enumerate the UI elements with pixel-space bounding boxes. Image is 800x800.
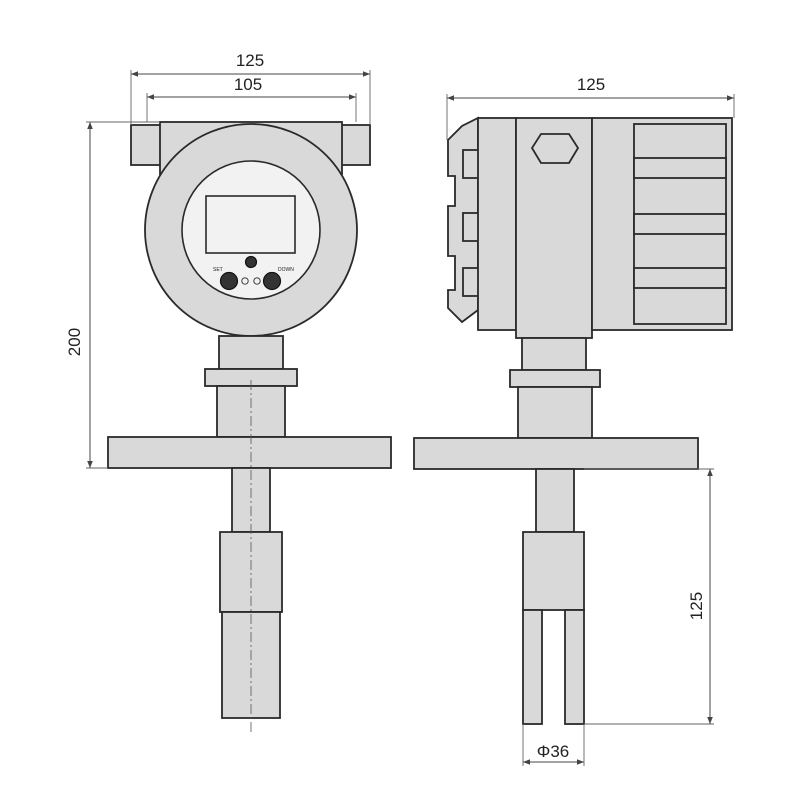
cable-gland-right	[339, 124, 371, 166]
side-coupling-nut	[509, 369, 601, 388]
front-view: SET DOWN 125 105 200	[65, 51, 392, 735]
set-button	[219, 271, 239, 291]
lcd-screen	[205, 195, 296, 254]
fin-1	[633, 157, 727, 179]
side-view: 125 125 Φ36	[413, 75, 735, 766]
indicator-right	[253, 277, 261, 285]
cable-gland-left	[130, 124, 162, 166]
dim-front-width-inner: 105	[234, 75, 262, 94]
dim-front-height: 200	[65, 328, 84, 356]
dim-side-width: 125	[577, 75, 605, 94]
neck	[218, 335, 284, 370]
flange	[107, 436, 392, 469]
side-stem	[517, 386, 593, 439]
fin-3	[633, 267, 727, 289]
down-button	[262, 271, 282, 291]
fin-2	[633, 213, 727, 235]
center-knob	[244, 255, 258, 269]
side-neck	[521, 337, 587, 371]
down-label: DOWN	[278, 267, 294, 273]
side-probe-upper	[535, 468, 575, 533]
gland-hex-nut	[530, 133, 580, 164]
tuning-fork-right	[564, 609, 585, 725]
indicator-left	[241, 277, 249, 285]
tuning-fork-left	[522, 609, 543, 725]
side-flange	[413, 437, 699, 470]
side-probe-sleeve	[522, 531, 585, 611]
side-housing-left	[477, 117, 517, 331]
dim-side-probe-length: 125	[687, 592, 706, 620]
dim-front-width-outer: 125	[236, 51, 264, 70]
set-label: SET	[213, 267, 223, 273]
dim-side-probe-diameter: Φ36	[537, 742, 569, 761]
